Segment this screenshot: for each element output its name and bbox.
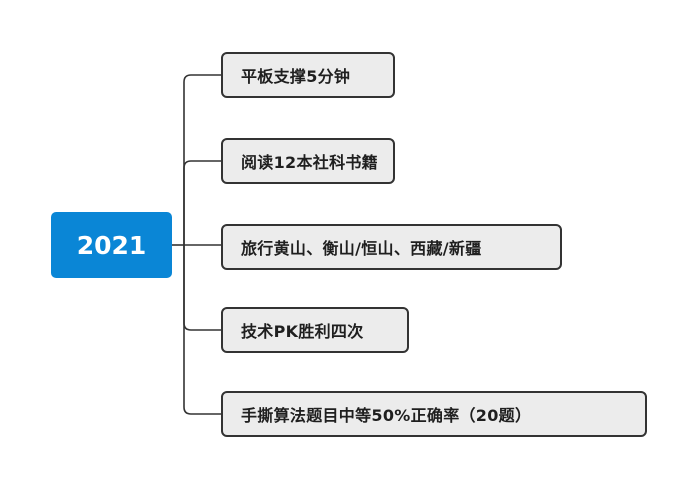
branch-node-plank[interactable]: 平板支撑5分钟 — [221, 52, 395, 98]
connector-branch-1 — [183, 74, 221, 245]
connector-branch-4 — [183, 245, 221, 331]
branch-node-travel[interactable]: 旅行黄山、衡山/恒山、西藏/新疆 — [221, 224, 562, 270]
root-node-label: 2021 — [76, 230, 147, 260]
branch-node-label: 手撕算法题目中等50%正确率（20题） — [241, 406, 532, 425]
branch-node-algorithms[interactable]: 手撕算法题目中等50%正确率（20题） — [221, 391, 647, 437]
root-node-2021[interactable]: 2021 — [51, 212, 172, 278]
connector-branch-5 — [183, 245, 221, 415]
branch-node-reading[interactable]: 阅读12本社科书籍 — [221, 138, 395, 184]
branch-node-label: 阅读12本社科书籍 — [241, 153, 378, 172]
branch-node-label: 平板支撑5分钟 — [241, 67, 351, 86]
connector-branch-2 — [183, 160, 221, 245]
branch-node-label: 旅行黄山、衡山/恒山、西藏/新疆 — [241, 239, 482, 258]
branch-node-tech-pk[interactable]: 技术PK胜利四次 — [221, 307, 409, 353]
branch-node-label: 技术PK胜利四次 — [241, 322, 364, 341]
